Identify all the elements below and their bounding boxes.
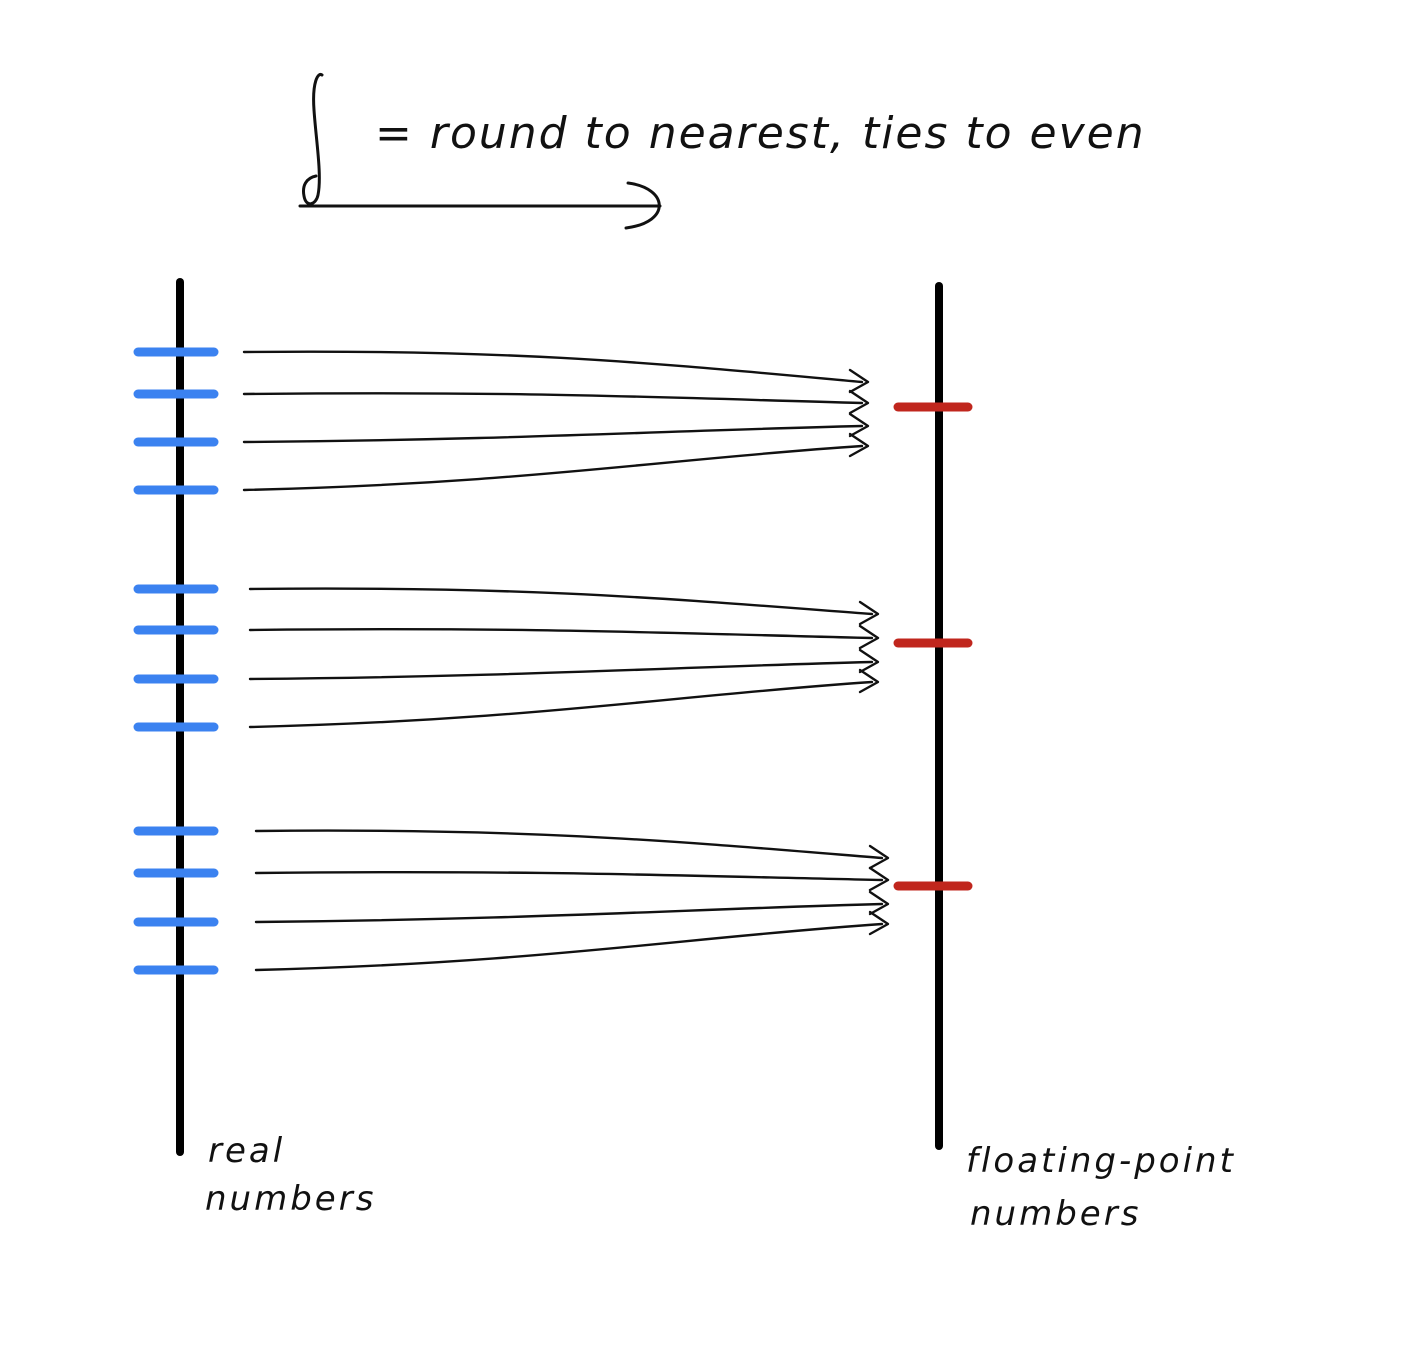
real-number-ticks <box>133 347 219 975</box>
mapping-arrow <box>298 181 662 230</box>
mapping-arrow-g2-1 <box>248 587 874 616</box>
mapping-arrow-g2-3 <box>248 660 874 681</box>
title: = round to nearest, ties to even <box>298 72 1146 230</box>
arrowhead-g2-3 <box>858 648 880 674</box>
float-label-line1: floating-point <box>966 1141 1236 1181</box>
mapping-arrow-g3-2 <box>254 870 884 882</box>
f-symbol <box>302 72 324 206</box>
mapping-arrow-g1-4 <box>242 444 864 492</box>
arrowhead-g1-2 <box>848 389 870 415</box>
arrowhead-g3-3 <box>868 890 890 916</box>
mapping-arrows <box>242 350 890 972</box>
arrowhead-g2-4 <box>858 668 880 694</box>
float-label-line2: numbers <box>970 1194 1141 1234</box>
real-label-line1: real <box>208 1131 285 1171</box>
mapping-arrow-g2-2 <box>248 628 874 640</box>
arrowhead-g1-1 <box>848 368 870 394</box>
arrowhead-g3-4 <box>868 910 890 936</box>
arrowhead-g1-3 <box>848 412 870 438</box>
arrowhead-g1-4 <box>848 432 870 458</box>
mapping-arrow-g1-2 <box>242 392 864 405</box>
arrowhead-g2-2 <box>858 624 880 650</box>
real-numbers-label: real numbers <box>205 1131 376 1219</box>
mapping-arrow-g3-4 <box>254 922 884 972</box>
real-label-line2: numbers <box>205 1179 376 1219</box>
arrowhead-g3-1 <box>868 844 890 870</box>
mapping-arrow-g3-3 <box>254 902 884 924</box>
arrowhead-g2-1 <box>858 600 880 626</box>
arrowhead-g3-2 <box>868 866 890 892</box>
mapping-arrow-g1-1 <box>242 350 864 384</box>
floating-point-label: floating-point numbers <box>966 1141 1236 1234</box>
float-number-ticks <box>893 402 973 891</box>
mapping-arrow-g3-1 <box>254 829 884 860</box>
mapping-arrow-g2-4 <box>248 680 874 729</box>
mapping-arrow-g1-3 <box>242 424 864 444</box>
title-text: = round to nearest, ties to even <box>375 108 1146 159</box>
